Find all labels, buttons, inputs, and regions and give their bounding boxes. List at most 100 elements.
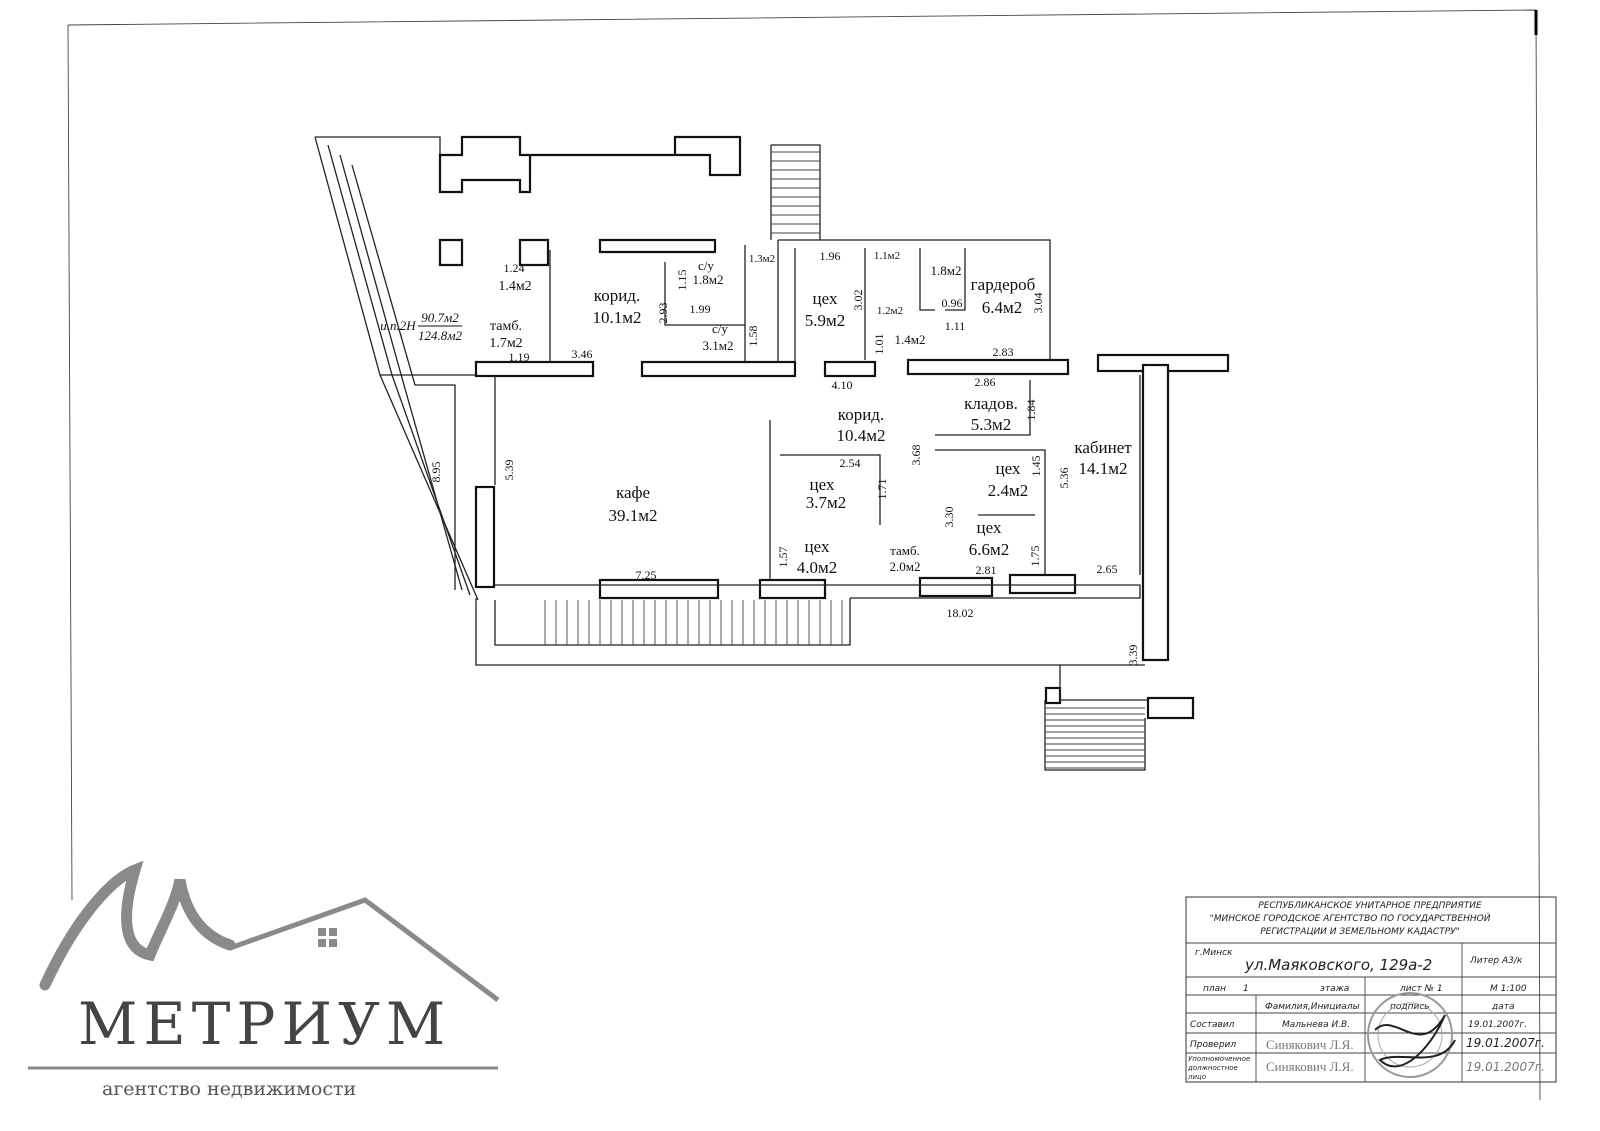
row-date: 19.01.2007г. [1466,1060,1545,1074]
dimension-label: 3.68 [909,445,923,466]
dimension-label: 2.65 [1097,562,1118,576]
stamp-seal [1367,992,1453,1078]
dimension-label: 3.02 [851,290,865,311]
room-name-ceh-5: цех [977,518,1002,537]
row-role: Составил [1190,1020,1235,1030]
col-date: дата [1491,1002,1515,1012]
dimension-label: 3.39 [1126,645,1140,666]
row-name: Мальнева И.В. [1282,1020,1350,1030]
room-labels: корид. 10.1м2 тамб. 1.7м2 1.4м2 с/у 1.8м… [489,250,1132,577]
logo-tagline: агентство недвижимости [102,1078,357,1100]
row-name: Синякович Л.Я. [1266,1059,1354,1074]
logo-mark [28,860,500,1070]
room-area-wc-2: 1.2м2 [877,305,903,317]
room-area-ceh-4: 2.4м2 [988,481,1029,500]
room-area-kabinet: 14.1м2 [1078,459,1127,478]
dimension-label: 1.11 [945,319,966,333]
address: ул.Маяковского, 129а-2 [1244,956,1432,974]
liter: Литер А3/к [1469,956,1523,966]
room-area-kladov: 5.3м2 [971,415,1012,434]
room-name-ceh-3: цех [805,537,830,556]
room-area-small-1: 1.4м2 [498,279,531,294]
room-area-wc-3: 1.4м2 [895,332,926,347]
room-name-garderob: гардероб [971,275,1036,294]
plan-number: 1 [1243,984,1249,994]
org-line-1: РЕСПУБЛИКАНСКОЕ УНИТАРНОЕ ПРЕДПРИЯТИЕ [1258,901,1482,911]
room-area-wc-1: 1.1м2 [874,250,900,262]
row-role: Проверил [1190,1040,1236,1050]
dimension-label: 7.25 [636,568,657,582]
room-area-tamb-2: 2.0м2 [890,559,921,574]
sheet-number: лист № 1 [1399,984,1443,994]
area-note-denominator: 124.8м2 [418,328,463,343]
row-date: 19.01.2007г. [1468,1020,1527,1030]
dimension-label: 2.86 [975,375,996,389]
dimension-label: 8.95 [429,462,443,483]
room-area-ceh-3: 4.0м2 [797,558,838,577]
dimension-label: 1.71 [875,479,889,500]
dimension-label: 3.46 [572,347,593,361]
signature [1374,1014,1456,1068]
logo-name: МЕТРИУМ [78,990,452,1058]
scale: М 1:100 [1490,984,1527,994]
room-area-wc-4: 1.8м2 [931,263,962,278]
room-area-su-2: 3.1м2 [703,338,734,353]
room-name-tamb-1: тамб. [490,319,522,334]
room-area-su-1: 1.8м2 [693,272,724,287]
room-area-kafe: 39.1м2 [608,506,657,525]
col-sign: подпись [1390,1002,1430,1012]
area-note-numerator: 90.7м2 [421,310,459,325]
dimension-label: 1.45 [1029,456,1043,477]
room-area-small-2: 1.3м2 [749,253,775,265]
room-name-ceh-4: цех [996,459,1021,478]
dimension-label: 1.99 [690,302,711,316]
room-area-korid-1: 10.1м2 [592,308,641,327]
dimension-label: 1.24 [504,261,525,275]
room-area-korid-2: 10.4м2 [836,426,885,445]
room-area-ceh-2: 3.7м2 [806,493,847,512]
room-name-su-2: с/у [712,321,728,336]
dimension-label: 1.19 [509,350,530,364]
row-date: 19.01.2007г. [1466,1036,1545,1050]
area-note-label: и.п.2Н [380,318,416,333]
org-line-2: "МИНСКОЕ ГОРОДСКОЕ АГЕНТСТВО ПО ГОСУДАРС… [1210,912,1491,924]
room-name-kafe: кафе [616,483,650,502]
row-role: Уполномоченное должностное лицо [1188,1055,1251,1081]
dimension-label: 1.58 [746,326,760,347]
dimension-label: 3.30 [942,507,956,528]
interior-lines [475,144,1148,771]
dimension-label: 1.96 [820,249,841,263]
walls [438,135,1230,720]
terrace-outline [314,136,479,601]
org-line-3: РЕГИСТРАЦИИ И ЗЕМЕЛЬНОМУ КАДАСТРУ" [1260,927,1460,937]
dimension-label: 1.84 [1024,400,1038,421]
room-name-su-1: с/у [698,258,714,273]
area-note: и.п.2Н 90.7м2 124.8м2 [380,310,462,343]
dimension-label: 2.81 [976,563,997,577]
plan-label: план [1203,984,1226,994]
room-name-ceh-1: цех [813,289,838,308]
room-name-tamb-2: тамб. [890,543,920,558]
dimension-label: 1.01 [872,334,886,355]
room-name-ceh-2: цех [810,475,835,494]
dimension-label: 2.54 [840,456,861,470]
dimension-label: 4.10 [832,378,853,392]
dimension-label: 1.57 [776,547,790,568]
room-area-ceh-1: 5.9м2 [805,311,846,330]
dimension-label: 2.83 [993,345,1014,359]
title-block: РЕСПУБЛИКАНСКОЕ УНИТАРНОЕ ПРЕДПРИЯТИЕ "М… [1185,896,1557,1083]
row-name: Синякович Л.Я. [1266,1037,1354,1052]
room-area-garderob: 6.4м2 [982,298,1023,317]
dimension-label: 1.75 [1028,546,1042,567]
dimension-label: 3.04 [1031,293,1045,314]
stairs [544,151,1145,769]
sheet-frame-left [67,24,73,901]
room-name-kabinet: кабинет [1074,438,1132,457]
dimension-label: 18.02 [947,606,974,620]
room-name-korid-2: корид. [838,405,884,424]
floor-label: этажа [1320,984,1349,994]
dimension-label: 2.93 [656,303,670,324]
col-name: Фамилия,Инициалы [1265,1002,1360,1012]
